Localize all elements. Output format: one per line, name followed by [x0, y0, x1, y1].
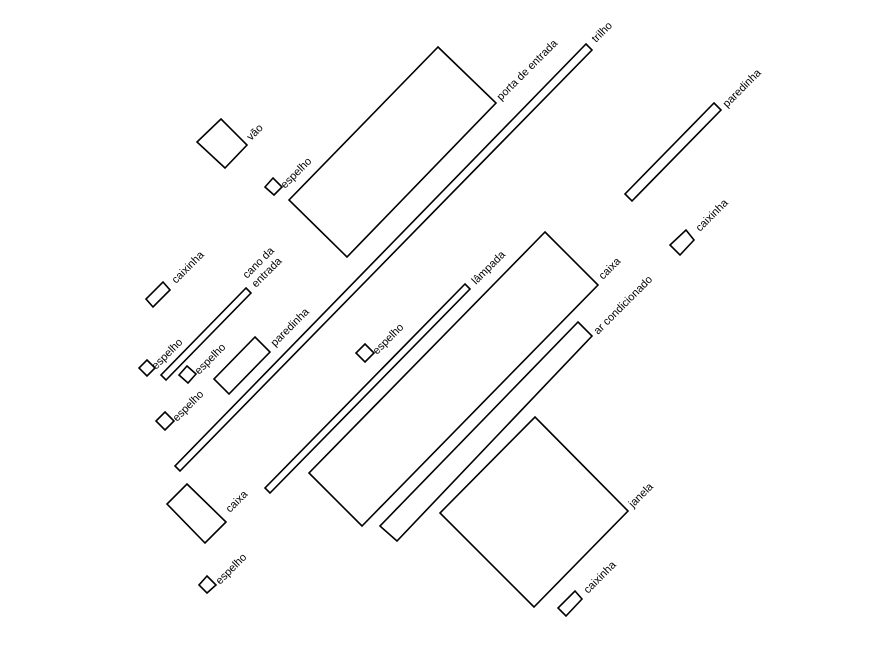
ar-condicionado-label: ar condicionado	[592, 274, 655, 337]
cano-da-entrada-shape	[159, 286, 253, 382]
caixinha-shape	[668, 228, 696, 257]
caixinha-label: caixinha	[582, 558, 620, 596]
caixa-shape	[165, 482, 228, 545]
janela-label: janela	[626, 480, 657, 511]
espelho-shape	[354, 342, 376, 364]
trilho-shape	[173, 42, 594, 473]
caixinha-shape	[556, 589, 584, 618]
janela-shape	[438, 415, 630, 609]
caixinha-shape	[144, 280, 172, 309]
espelho-shape	[154, 410, 176, 432]
ar-condicionado-shape	[378, 320, 594, 543]
espelho-shape	[177, 364, 198, 385]
porta-de-entrada-shape	[287, 45, 498, 259]
caixinha-label: caixinha	[170, 248, 208, 286]
lampada-label: lâmpada	[470, 248, 509, 287]
porta-de-entrada-label: porta de entrada	[495, 37, 561, 103]
lampada-shape	[263, 282, 472, 495]
trilho-label: trilho	[590, 20, 615, 45]
paredinha-shape	[623, 101, 723, 203]
espelho-label: espelho	[371, 321, 407, 357]
caixa-shape	[307, 230, 600, 528]
paredinha-shape	[212, 335, 272, 396]
espelho-shape	[137, 358, 157, 378]
caixa-label: caixa	[597, 255, 624, 282]
caixinha-label: caixinha	[694, 196, 732, 234]
espelho-label: espelho	[171, 388, 207, 424]
paredinha-label: paredinha	[721, 66, 765, 110]
espelho-shape	[263, 176, 284, 197]
espelho-label: espelho	[279, 155, 315, 191]
vao-shape	[195, 117, 249, 170]
caixa-label: caixa	[224, 488, 251, 515]
espelho-label: espelho	[214, 551, 250, 587]
vao-label: vão	[245, 122, 266, 143]
espelho-shape	[197, 574, 218, 595]
